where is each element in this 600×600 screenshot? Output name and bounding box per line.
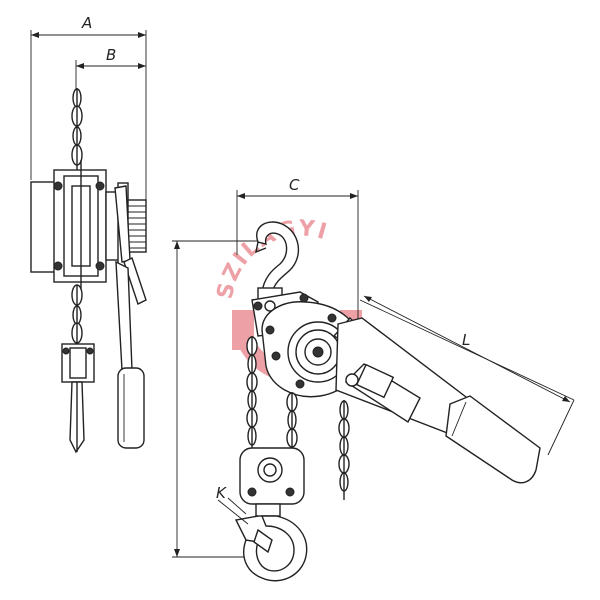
bolt-icon — [95, 181, 105, 191]
bolt-icon — [265, 325, 275, 335]
bolt-icon — [285, 487, 295, 497]
bolt-icon — [295, 379, 305, 389]
right-load-chain — [286, 392, 298, 448]
dimension-b-label: B — [106, 46, 116, 64]
bolt-icon — [53, 261, 63, 271]
bottom-hook — [234, 515, 308, 582]
bolt-icon — [327, 313, 337, 323]
front-view — [172, 190, 575, 582]
dimension-c-label: C — [289, 176, 300, 194]
left-load-chain — [246, 336, 258, 448]
bolt-icon — [95, 261, 105, 271]
bolt-icon — [253, 301, 263, 311]
bolt-icon — [62, 347, 70, 355]
side-lower-chain — [61, 284, 95, 454]
bolt-icon — [86, 347, 94, 355]
dimension-a-label: A — [81, 14, 92, 32]
side-ratchet-wheel — [127, 199, 147, 253]
bolt-icon — [247, 487, 257, 497]
bolt-icon — [271, 351, 281, 361]
dimension-l-label: L — [462, 331, 470, 349]
side-lever-handle — [114, 185, 147, 449]
dimension-k-label: K — [216, 484, 227, 502]
slack-chain — [338, 400, 350, 500]
side-top-chain — [71, 88, 83, 170]
bolt-icon — [53, 181, 63, 191]
top-hook — [255, 221, 300, 301]
bottom-block — [239, 447, 305, 517]
front-lever — [335, 317, 541, 484]
bolt-icon — [299, 293, 309, 303]
side-view — [30, 30, 147, 454]
